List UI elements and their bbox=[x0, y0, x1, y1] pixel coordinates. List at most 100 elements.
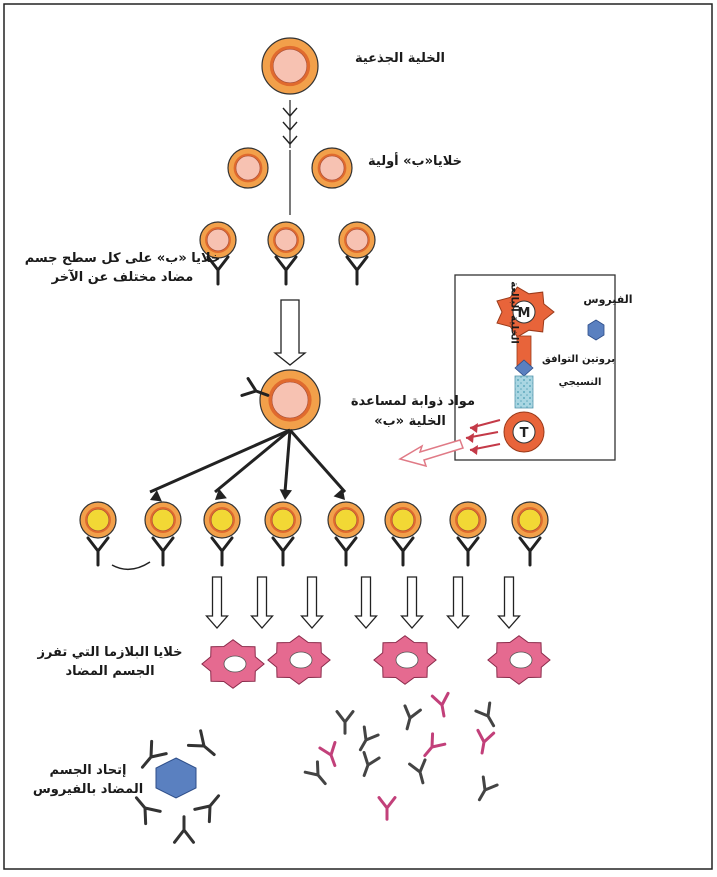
free-antibody-1-stem bbox=[337, 712, 353, 734]
plasma-cell-1 bbox=[202, 640, 264, 689]
clone-fan-head-2 bbox=[280, 489, 292, 500]
plasma-cell-3-nucleus bbox=[396, 652, 418, 668]
plasma-down-arrow-1 bbox=[207, 577, 228, 628]
clone-antibody-1-stem bbox=[88, 538, 108, 565]
b-cell-3-nucleus bbox=[346, 229, 368, 251]
free-antibody-13-stem bbox=[379, 798, 395, 820]
inset-virus-label: الفيروس bbox=[578, 293, 638, 306]
clone-antibody-4-stem bbox=[273, 538, 293, 565]
clone-antibody-2 bbox=[153, 538, 173, 565]
free-antibody-1 bbox=[337, 712, 353, 734]
plasma-down-arrow-7 bbox=[499, 577, 520, 628]
clone-cell-3-nucleus bbox=[211, 509, 233, 531]
plasma-cell-1-nucleus bbox=[224, 656, 246, 672]
b-cell-2-nucleus bbox=[275, 229, 297, 251]
activated-b-cell bbox=[260, 370, 320, 430]
primary-b-cell-2 bbox=[312, 148, 352, 188]
clone-antibody-8 bbox=[520, 538, 540, 565]
plasma-down-arrow-4 bbox=[356, 577, 377, 628]
clone-cell-1-nucleus bbox=[87, 509, 109, 531]
clone-cell-2-nucleus bbox=[152, 509, 174, 531]
clone-cell-8-nucleus bbox=[519, 509, 541, 531]
helper-substances-label-line1: مواد ذوابة لمساعدة bbox=[355, 393, 475, 410]
clone-cell-6-nucleus bbox=[392, 509, 414, 531]
big-down-arrow bbox=[275, 300, 305, 365]
clone-cell-8 bbox=[512, 502, 548, 538]
primary-b-cell-1 bbox=[228, 148, 268, 188]
clone-antibody-5 bbox=[336, 538, 356, 565]
inset-mhc-label-line1: بروتين التوافق bbox=[545, 354, 615, 365]
clone-cell-7 bbox=[450, 502, 486, 538]
b-cell-3 bbox=[339, 222, 375, 258]
clone-cell-3 bbox=[204, 502, 240, 538]
clone-cell-5-nucleus bbox=[335, 509, 357, 531]
free-antibody-9-stem bbox=[305, 762, 331, 789]
b-cell-antibody-2-stem bbox=[276, 257, 296, 284]
clone-antibody-3 bbox=[212, 538, 232, 565]
free-antibody-5-stem bbox=[432, 693, 452, 717]
helper-pink-arrow bbox=[400, 440, 463, 466]
free-antibody-13 bbox=[379, 798, 395, 820]
free-antibody-10 bbox=[357, 752, 379, 778]
plasma-down-arrow-6 bbox=[448, 577, 469, 628]
binding-antibody-3-stem bbox=[195, 790, 226, 822]
free-antibody-6 bbox=[419, 734, 445, 761]
free-antibody-8 bbox=[474, 730, 494, 754]
plasma-down-arrow-3 bbox=[302, 577, 323, 628]
binding-antibody-2-stem bbox=[188, 731, 220, 762]
plasma-cell-4-nucleus bbox=[510, 652, 532, 668]
clone-link bbox=[112, 562, 150, 569]
mhc-receptor bbox=[515, 376, 533, 408]
clone-cell-4-nucleus bbox=[272, 509, 294, 531]
stem-cell-label: الخلية الجذعية bbox=[340, 50, 460, 67]
bound-virus bbox=[156, 758, 196, 798]
free-antibody-12-stem bbox=[472, 777, 497, 804]
free-antibody-11 bbox=[410, 760, 431, 785]
clone-cell-4 bbox=[265, 502, 301, 538]
free-antibody-3-stem bbox=[320, 742, 342, 768]
primary-b-cells-label: خلايا«ب» أولية bbox=[360, 153, 470, 170]
plasma-cell-4 bbox=[488, 636, 550, 685]
binding-antibody-3 bbox=[195, 790, 226, 822]
free-antibody-9 bbox=[305, 762, 331, 789]
binding-antibody-5 bbox=[175, 817, 194, 843]
free-antibody-7-stem bbox=[476, 703, 501, 730]
b-cell-1-nucleus bbox=[207, 229, 229, 251]
plasma-cells-label-line1: خلايا البلازما التي تفرز bbox=[25, 644, 195, 661]
b-cells-antibody-label-line2: مضاد مختلف عن الآخر bbox=[20, 269, 225, 286]
free-antibody-10-stem bbox=[357, 752, 379, 778]
plasma-cells-label-line2: الجسم المضاد bbox=[25, 663, 195, 680]
clone-antibody-2-stem bbox=[153, 538, 173, 565]
clone-antibody-8-stem bbox=[520, 538, 540, 565]
b-cell-antibody-2 bbox=[276, 257, 296, 284]
stem-cell-nucleus bbox=[273, 49, 307, 83]
diagram-layer: MT bbox=[80, 38, 615, 842]
clone-cell-1 bbox=[80, 502, 116, 538]
primary-b-cell-1-nucleus bbox=[236, 156, 260, 180]
helper-substances-label-line2: الخلية «ب» bbox=[370, 413, 450, 430]
b-cell-antibody-3 bbox=[347, 257, 367, 284]
inset-macrophage-label: الخلية البالعة bbox=[509, 277, 520, 349]
b-cell-2 bbox=[268, 222, 304, 258]
clone-antibody-6-stem bbox=[393, 538, 413, 565]
free-antibody-3 bbox=[320, 742, 342, 768]
clone-antibody-3-stem bbox=[212, 538, 232, 565]
activated-b-cell-nucleus bbox=[272, 382, 308, 418]
binding-antibody-5-stem bbox=[175, 817, 194, 843]
primary-b-cell-2-nucleus bbox=[320, 156, 344, 180]
free-antibody-8-stem bbox=[474, 730, 494, 754]
free-antibody-7 bbox=[476, 703, 501, 730]
free-antibody-5 bbox=[432, 693, 452, 717]
clone-antibody-7-stem bbox=[458, 538, 478, 565]
free-antibody-2-stem bbox=[353, 727, 378, 754]
stem-cell bbox=[262, 38, 318, 94]
clone-fan-arrow-0 bbox=[150, 430, 290, 492]
free-antibody-2 bbox=[353, 727, 378, 754]
clone-antibody-7 bbox=[458, 538, 478, 565]
clone-cell-6 bbox=[385, 502, 421, 538]
plasma-cell-2 bbox=[268, 636, 330, 685]
inset-mhc-label-line2: النسيجي bbox=[550, 377, 610, 388]
free-antibody-4-stem bbox=[399, 706, 420, 731]
